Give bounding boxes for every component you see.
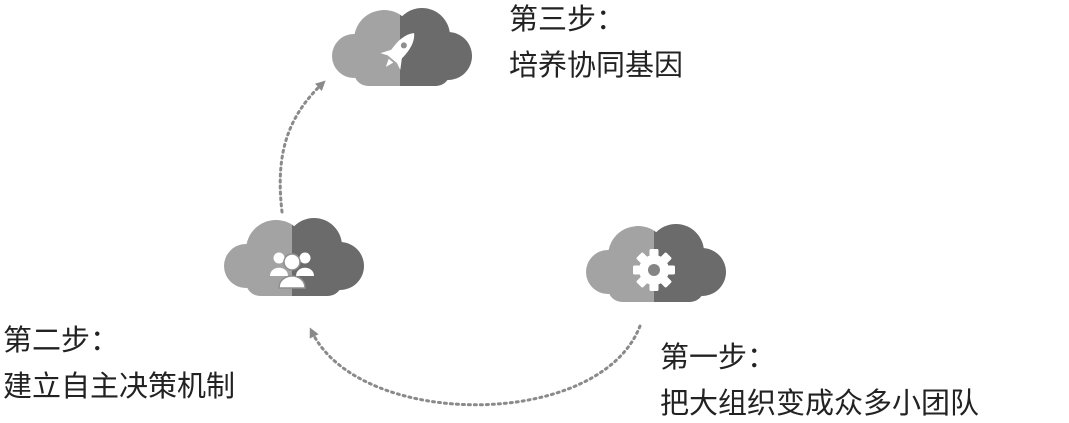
step2-description: 建立自主决策机制 — [3, 369, 236, 403]
step1-title: 第一步： — [660, 340, 777, 374]
cloud-step1 — [586, 224, 726, 302]
arrow-step1-to-step2 — [309, 324, 642, 407]
step1-label: 第一步： 把大组织变成众多小团队 — [660, 340, 979, 420]
step1-description: 把大组织变成众多小团队 — [660, 386, 980, 420]
step2-label: 第二步： 建立自主决策机制 — [3, 323, 235, 403]
cloud-step2 — [224, 218, 364, 296]
step3-description: 培养协同基因 — [509, 48, 684, 82]
gear-icon — [633, 249, 675, 291]
step3-label: 第三步： 培养协同基因 — [509, 2, 683, 82]
rocket-icon — [380, 33, 415, 70]
cloud-step3 — [332, 8, 472, 86]
step2-title: 第二步： — [3, 323, 120, 357]
arrow-step2-to-step3 — [278, 80, 326, 214]
people-icon — [270, 252, 314, 289]
step3-title: 第三步： — [509, 2, 626, 36]
